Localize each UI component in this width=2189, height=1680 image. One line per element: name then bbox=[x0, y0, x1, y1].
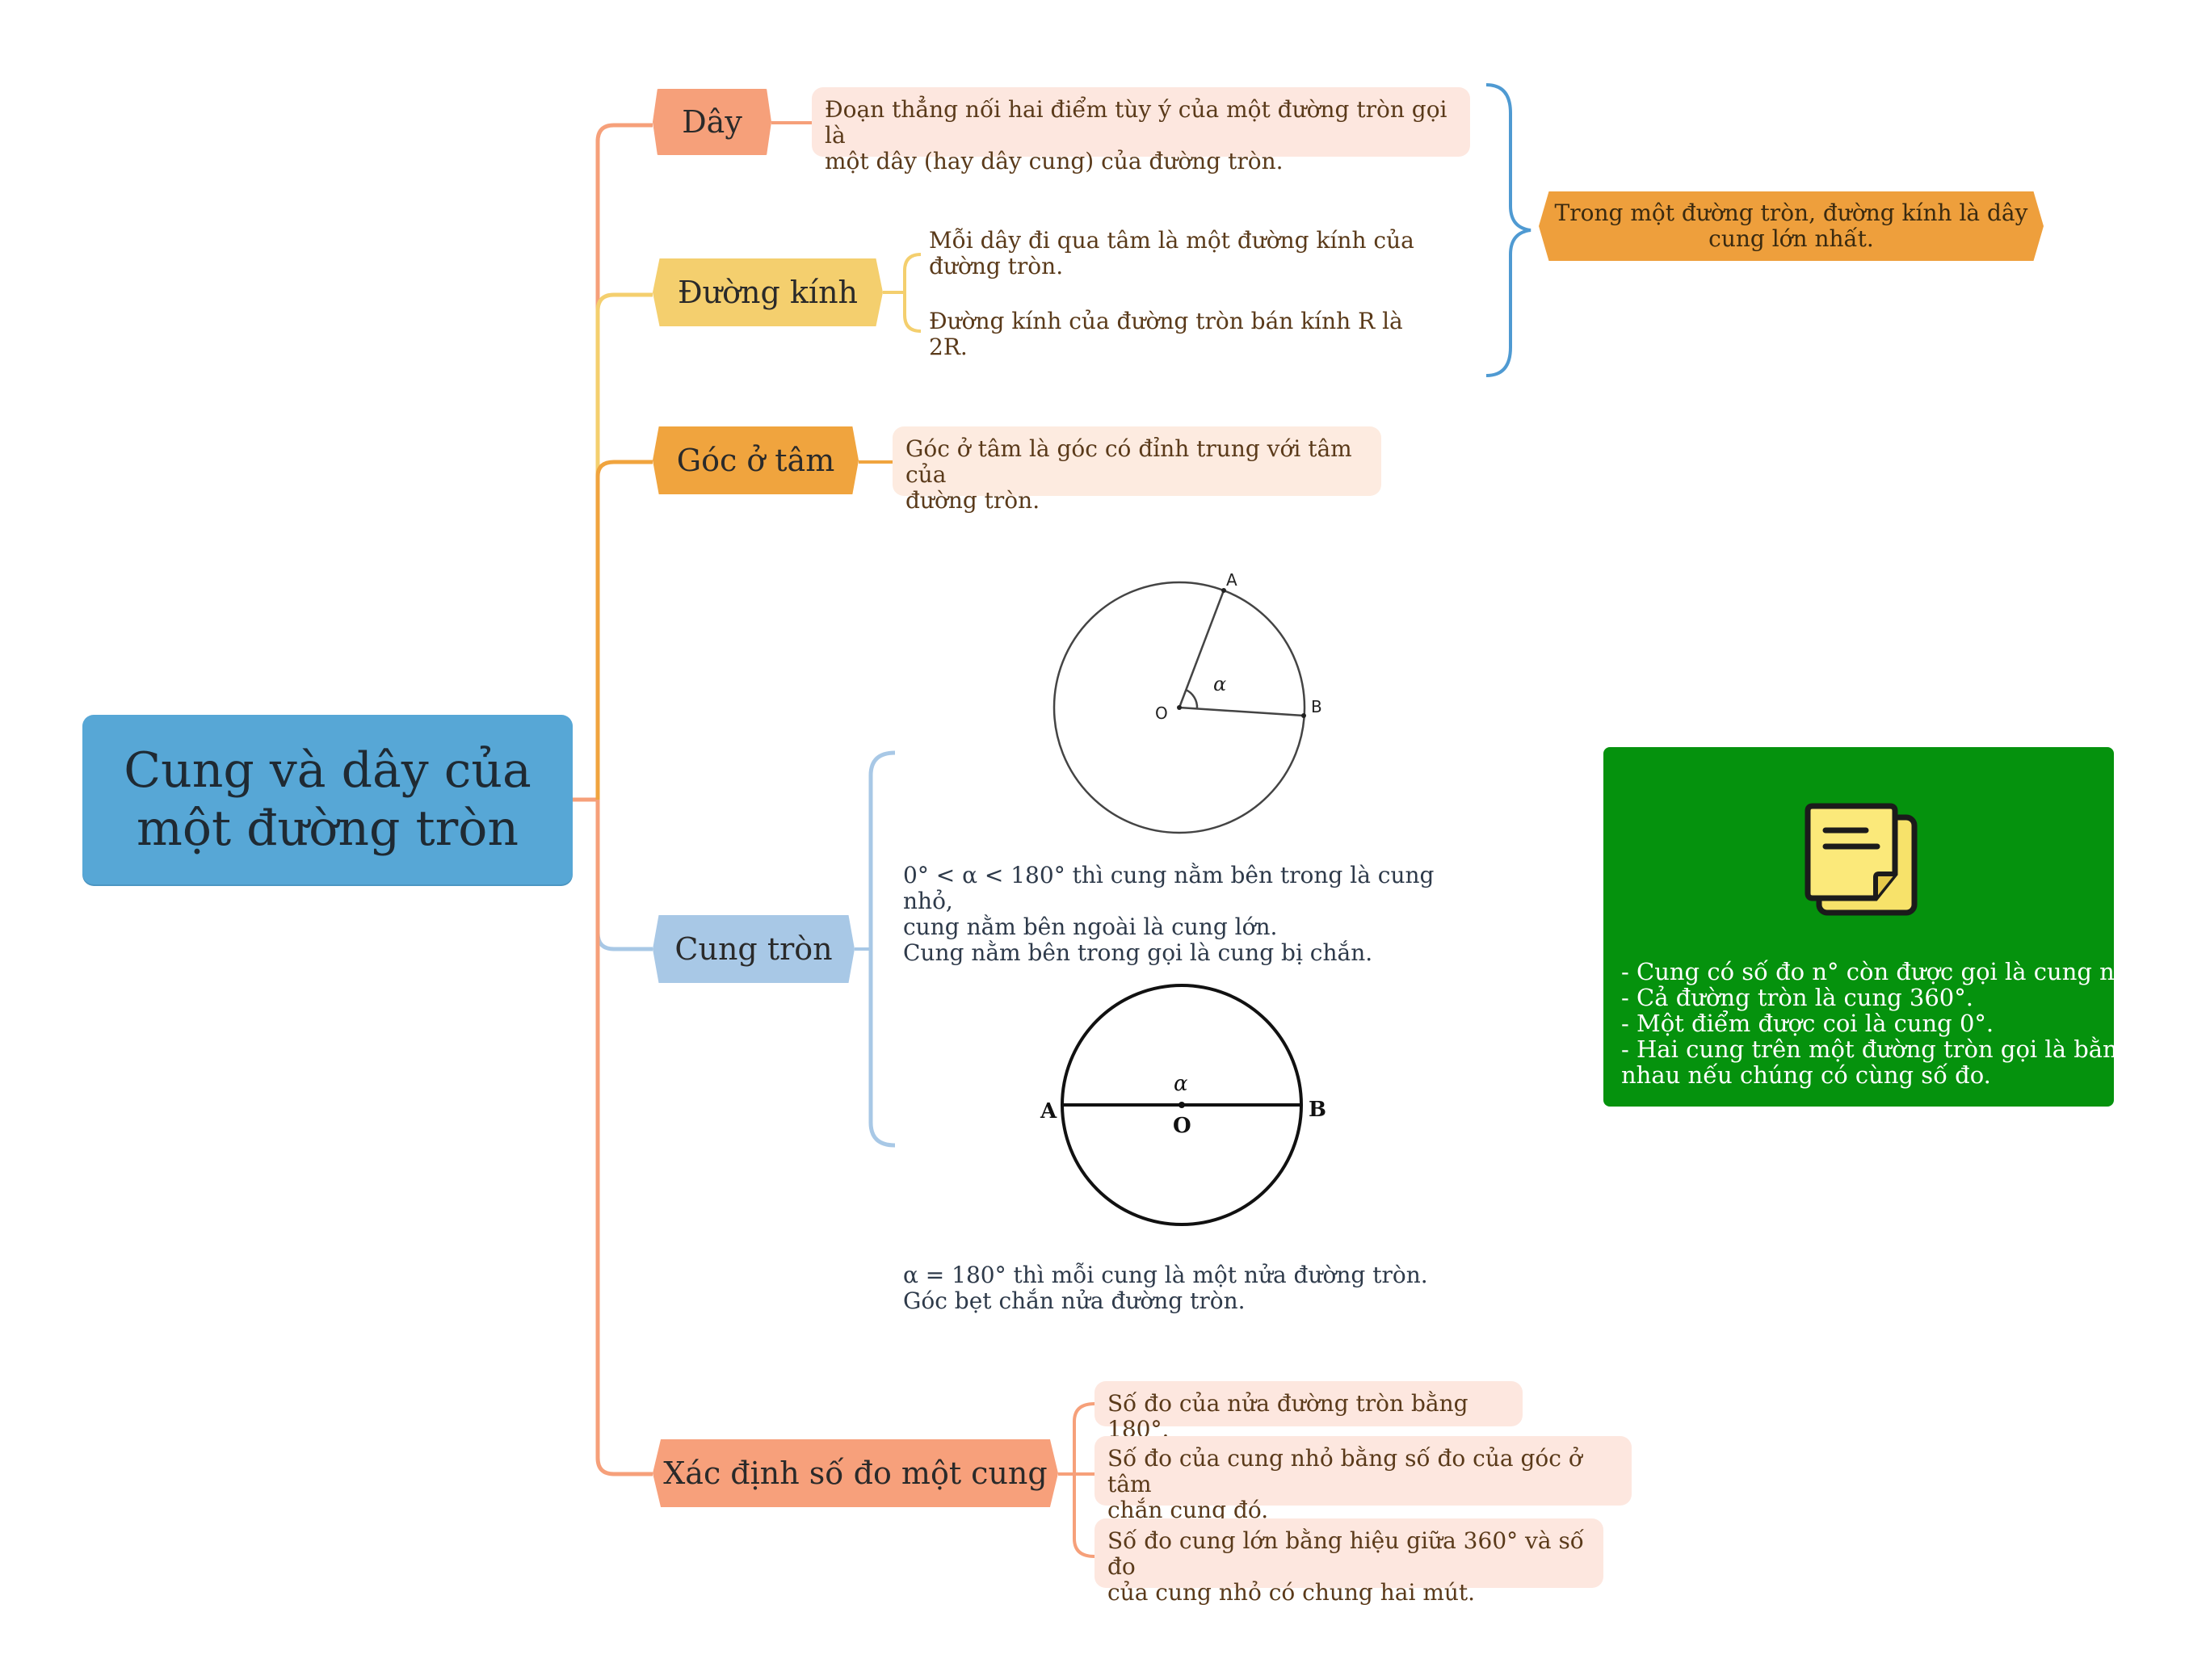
label-b: B bbox=[1311, 697, 1322, 716]
duong-kinh-note-2-line1: Đường kính của đường tròn bán kính R là bbox=[929, 308, 1403, 334]
cung-tron-text-2: α = 180° thì mỗi cung là một nửa đường t… bbox=[903, 1262, 1468, 1314]
label-alpha: α bbox=[1213, 673, 1226, 695]
summary-topic: Trong một đường tròn, đường kính là dây … bbox=[1539, 191, 2044, 261]
root-title-line2: một đường tròn bbox=[136, 800, 519, 857]
duong-kinh-note-2-line2: 2R. bbox=[929, 334, 968, 360]
root-topic: Cung và dây của một đường tròn bbox=[82, 715, 573, 884]
radius-ob bbox=[1179, 706, 1305, 717]
xac-dinh-note-3: Số đo cung lớn bằng hiệu giữa 360° và số… bbox=[1094, 1518, 1603, 1606]
cung-text2-line1: α = 180° thì mỗi cung là một nửa đường t… bbox=[903, 1262, 1428, 1288]
radius-oa bbox=[1178, 590, 1225, 708]
summary-line2: cung lớn nhất. bbox=[1708, 225, 1874, 252]
xac-dinh-note-1: Số đo của nửa đường tròn bằng 180°. bbox=[1094, 1381, 1523, 1443]
green-line5: nhau nếu chúng có cùng số đo. bbox=[1621, 1061, 1991, 1089]
green-line4: - Hai cung trên một đường tròn gọi là bằ… bbox=[1621, 1035, 2133, 1063]
cung-tron-text-1: 0° < α < 180° thì cung nằm bên trong là … bbox=[903, 863, 1468, 966]
central-angle-figure: A B O α bbox=[1052, 570, 1322, 834]
xac-dinh-note-1-text: Số đo của nửa đường tròn bằng 180°. bbox=[1107, 1390, 1468, 1443]
green-line1: - Cung có số đo n° còn được gọi là cung … bbox=[1621, 958, 2134, 985]
root-title-line1: Cung và dây của bbox=[124, 742, 531, 799]
goc-o-tam-note: Góc ở tâm là góc có đỉnh trung với tâm c… bbox=[893, 426, 1381, 514]
green-line2: - Cả đường tròn là cung 360°. bbox=[1621, 984, 1973, 1011]
branch-cung-tron: Cung tròn bbox=[653, 915, 855, 983]
sticky-note-icon bbox=[1805, 803, 1918, 916]
diameter-figure: A B O α bbox=[1040, 984, 1326, 1226]
label2-a: A bbox=[1040, 1099, 1057, 1124]
cung-text1-line1: 0° < α < 180° thì cung nằm bên trong là … bbox=[903, 862, 1435, 914]
xac-dinh-note-2-line1: Số đo của cung nhỏ bằng số đo của góc ở … bbox=[1107, 1445, 1582, 1497]
branch-goc-o-tam: Góc ở tâm bbox=[653, 426, 859, 494]
day-note-line1: Đoạn thẳng nối hai điểm tùy ý của một đư… bbox=[825, 96, 1447, 149]
summary-line1: Trong một đường tròn, đường kính là dây bbox=[1554, 200, 2028, 226]
label2-o: O bbox=[1173, 1114, 1191, 1138]
angle-arc bbox=[1185, 688, 1199, 709]
branch-xac-dinh: Xác định số đo một cung bbox=[653, 1439, 1058, 1507]
xac-dinh-note-3-line1: Số đo cung lớn bằng hiệu giữa 360° và số… bbox=[1107, 1527, 1584, 1580]
cung-text2-line2: Góc bẹt chắn nửa đường tròn. bbox=[903, 1287, 1246, 1314]
xac-dinh-note-3-line2: của cung nhỏ có chung hai mút. bbox=[1107, 1579, 1476, 1606]
duong-kinh-note-1-line1: Mỗi dây đi qua tâm là một đường kính của bbox=[929, 227, 1414, 254]
label2-b: B bbox=[1309, 1098, 1326, 1122]
cung-text1-line3: Cung nằm bên trong gọi là cung bị chắn. bbox=[903, 939, 1373, 966]
day-definition-note: Đoạn thẳng nối hai điểm tùy ý của một đư… bbox=[812, 87, 1470, 174]
label-a: A bbox=[1226, 570, 1237, 590]
xac-dinh-note-2: Số đo của cung nhỏ bằng số đo của góc ở … bbox=[1094, 1436, 1632, 1523]
duong-kinh-note-1-line2: đường tròn. bbox=[929, 253, 1064, 279]
duong-kinh-note-2: Đường kính của đường tròn bán kính R là … bbox=[929, 309, 1446, 360]
green-callout: - Cung có số đo n° còn được gọi là cung … bbox=[1603, 747, 2134, 1107]
branch-day: Dây bbox=[653, 89, 771, 155]
label-o: O bbox=[1155, 704, 1168, 723]
goc-note-line2: đường tròn. bbox=[905, 487, 1040, 514]
label2-alpha: α bbox=[1174, 1072, 1188, 1096]
green-callout-text: - Cung có số đo n° còn được gọi là cung … bbox=[1621, 958, 2134, 1089]
circle-outline bbox=[1052, 581, 1306, 834]
green-line3: - Một điểm được coi là cung 0°. bbox=[1621, 1010, 1994, 1037]
goc-note-line1: Góc ở tâm là góc có đỉnh trung với tâm c… bbox=[905, 435, 1352, 488]
branch-duong-kinh: Đường kính bbox=[653, 258, 883, 326]
day-note-line2: một dây (hay dây cung) của đường tròn. bbox=[825, 148, 1284, 174]
cung-text1-line2: cung nằm bên ngoài là cung lớn. bbox=[903, 914, 1278, 940]
duong-kinh-note-1: Mỗi dây đi qua tâm là một đường kính của… bbox=[929, 228, 1446, 279]
